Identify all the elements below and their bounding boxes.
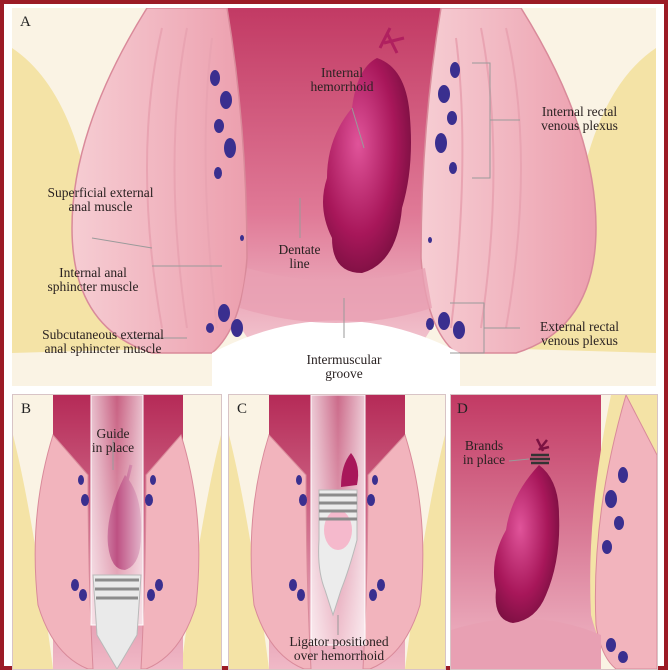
label-guide-in-place: Guide in place — [83, 427, 143, 455]
label-superficial-external-anal-muscle: Superficial external anal muscle — [28, 186, 173, 214]
banded-hemorrhoid-illustration — [451, 395, 657, 669]
label-dentate-line: Dentate line — [262, 243, 337, 271]
panel-a: A Internal hemorrhoid Internal rectal ve… — [12, 8, 656, 386]
panel-c: C Ligator positioned over hemorrhoid — [228, 394, 446, 670]
panel-letter-b: B — [21, 401, 31, 418]
panel-letter-d: D — [457, 401, 468, 418]
label-subcutaneous-external-anal-sphincter: Subcutaneous external anal sphincter mus… — [18, 328, 188, 356]
label-intermuscular-groove: Intermuscular groove — [284, 353, 404, 381]
label-internal-rectal-venous-plexus: Internal rectal venous plexus — [517, 105, 642, 133]
panel-letter-c: C — [237, 401, 247, 418]
panel-letter-a: A — [20, 14, 31, 31]
panel-b: B Guide in place — [12, 394, 222, 670]
label-internal-hemorrhoid: Internal hemorrhoid — [282, 66, 402, 94]
label-ligator-positioned: Ligator positioned over hemorrhoid — [264, 635, 414, 663]
panel-d: D Brands in place — [450, 394, 658, 670]
label-internal-anal-sphincter-muscle: Internal anal sphincter muscle — [28, 266, 158, 294]
label-brands-in-place: Brands in place — [455, 439, 513, 467]
label-external-rectal-venous-plexus: External rectal venous plexus — [517, 320, 642, 348]
ligator-illustration — [229, 395, 445, 669]
